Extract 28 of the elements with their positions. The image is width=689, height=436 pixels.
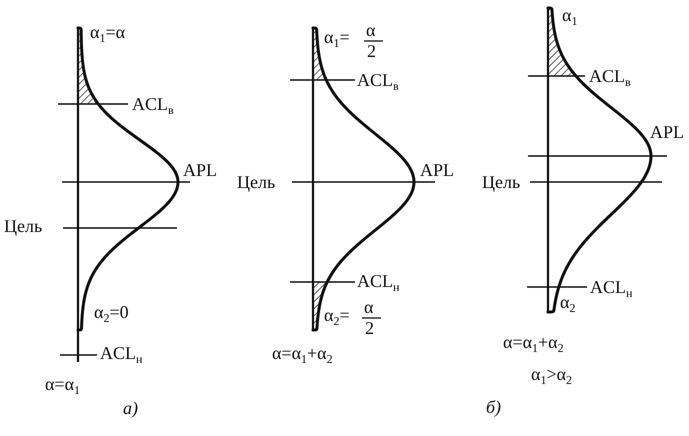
level-label: ACL$_{в}$	[357, 70, 399, 90]
formula-label: α$_{2}$=	[324, 305, 350, 325]
formula-label: α$_{2}$	[560, 292, 576, 312]
level-label: ACL$_{в}$	[589, 66, 631, 86]
level-label: ACL$_{н}$	[357, 271, 400, 291]
formula-label: α=α$_{1}$+α$_{2}$	[272, 343, 333, 363]
level-label: Цель	[482, 172, 520, 192]
level-label: ACL$_{н}$	[100, 343, 142, 363]
panel-label: а)	[123, 398, 138, 418]
level-label: ACL$_{в}$	[132, 94, 174, 114]
fraction-numerator: α	[366, 20, 376, 40]
level-label: APL	[420, 160, 454, 180]
panel-label: б)	[486, 397, 502, 417]
level-label: Цель	[4, 216, 42, 236]
formula-label: α$_{2}$=0	[94, 302, 129, 322]
level-label: APL	[183, 160, 218, 180]
formula-label: α=α$_{1}$	[45, 374, 80, 394]
level-label: APL	[650, 122, 684, 142]
fraction-numerator: α	[364, 297, 374, 317]
formula-label: α$_{1}$=	[324, 27, 350, 47]
level-label: Цель	[237, 172, 276, 192]
fraction-denominator: 2	[365, 318, 374, 338]
formula-label: α$_{1}$=α	[90, 22, 126, 42]
formula-label: α$_{1}$	[562, 5, 578, 25]
formula-label: α$_{1}$>α$_{2}$	[531, 364, 572, 384]
fraction-denominator: 2	[367, 41, 376, 61]
level-label: ACL$_{н}$	[590, 277, 632, 297]
formula-label: α=α$_{1}$+α$_{2}$	[503, 332, 564, 352]
